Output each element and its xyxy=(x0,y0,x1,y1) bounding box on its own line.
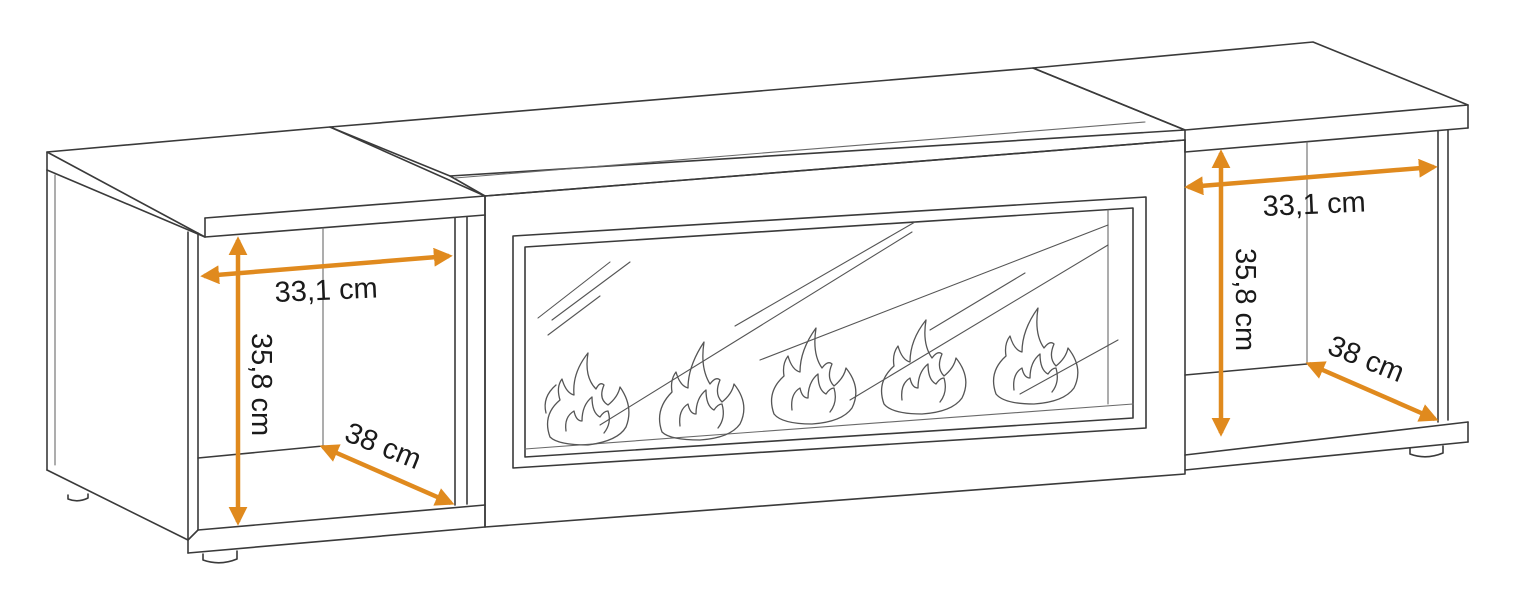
left-compartment-dimensions: 33,1 cm 35,8 cm 38 cm xyxy=(200,236,455,526)
right-top-slab xyxy=(1032,41,1469,131)
flame-3-icon xyxy=(770,327,857,425)
flame-1-icon xyxy=(544,352,630,446)
flame-decoration xyxy=(544,307,1079,446)
left-depth-label: 38 cm xyxy=(340,417,425,476)
left-height-label: 35,8 cm xyxy=(245,333,277,436)
left-top-slab xyxy=(46,126,486,238)
fireplace-window-inner xyxy=(524,207,1134,458)
right-depth-arrow xyxy=(1305,361,1439,422)
center-top-slab xyxy=(329,67,1186,177)
left-width-label: 33,1 cm xyxy=(274,273,378,309)
flame-4-icon xyxy=(880,319,967,415)
fireplace-window-outer xyxy=(512,196,1147,469)
glass-reflections xyxy=(537,221,1119,426)
right-width-arrow xyxy=(1184,158,1438,196)
fireplace-front-panel xyxy=(484,139,1186,528)
right-width-label: 33,1 cm xyxy=(1262,187,1366,223)
left-depth-arrow xyxy=(319,444,455,506)
flame-5-icon xyxy=(992,307,1079,405)
right-height-label: 35,8 cm xyxy=(1229,248,1261,351)
flame-2-icon xyxy=(658,341,745,441)
right-depth-label: 38 cm xyxy=(1323,330,1408,389)
cabinet-body xyxy=(46,41,1469,564)
left-width-arrow xyxy=(200,247,453,285)
right-compartment-dimensions: 33,1 cm 35,8 cm 38 cm xyxy=(1184,149,1439,437)
